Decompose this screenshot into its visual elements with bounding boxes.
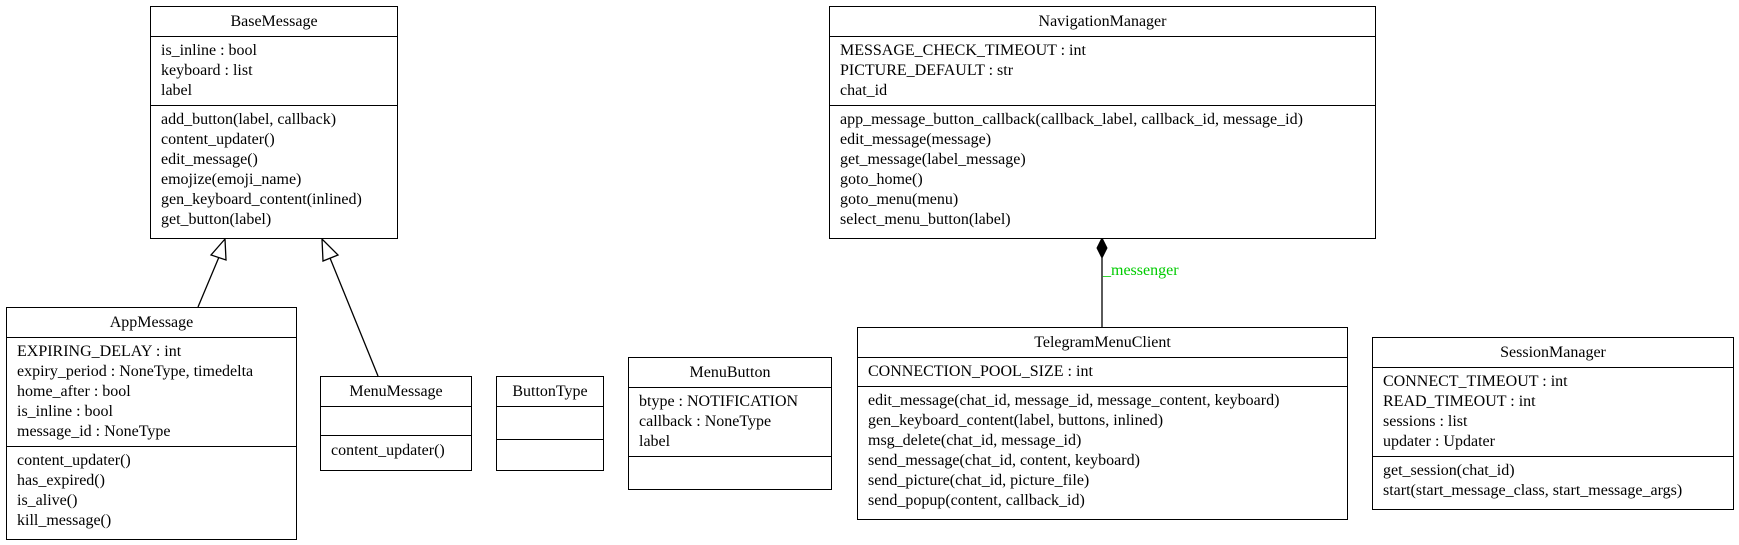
method: goto_home() <box>840 171 923 188</box>
inheritance-arrowhead-appmessage <box>209 237 227 261</box>
method: app_message_button_callback(callback_lab… <box>840 111 1303 128</box>
attribute: EXPIRING_DELAY : int <box>17 343 182 360</box>
class-name: TelegramMenuClient <box>858 328 1347 358</box>
attribute: label <box>639 433 671 450</box>
method: start(start_message_class, start_message… <box>1383 482 1683 499</box>
method: content_updater() <box>17 452 131 469</box>
attribute: home_after : bool <box>17 383 131 400</box>
method: kill_message() <box>17 512 112 529</box>
attributes-section: CONNECT_TIMEOUT : int READ_TIMEOUT : int… <box>1373 368 1733 456</box>
class-name: ButtonType <box>497 377 603 407</box>
attribute: READ_TIMEOUT : int <box>1383 393 1536 410</box>
class-name: MenuButton <box>629 358 831 388</box>
attributes-section: btype : NOTIFICATION callback : NoneType… <box>629 388 831 456</box>
attributes-section <box>321 407 471 435</box>
attribute: expiry_period : NoneType, timedelta <box>17 363 254 380</box>
method: add_button(label, callback) <box>161 111 337 128</box>
inheritance-edge-appmessage <box>197 256 220 308</box>
method: gen_keyboard_content(label, buttons, inl… <box>868 412 1164 429</box>
method: edit_message() <box>161 151 258 168</box>
attribute: CONNECTION_POOL_SIZE : int <box>868 363 1093 380</box>
attribute: callback : NoneType <box>639 413 772 430</box>
class-name: BaseMessage <box>151 7 397 37</box>
class-sessionmanager: SessionManager CONNECT_TIMEOUT : int REA… <box>1372 337 1734 510</box>
class-buttontype: ButtonType <box>496 376 604 471</box>
method: has_expired() <box>17 472 105 489</box>
class-name: AppMessage <box>7 308 296 338</box>
method: gen_keyboard_content(inlined) <box>161 191 362 208</box>
composition-label-messenger: _messenger <box>1103 262 1179 279</box>
attribute: keyboard : list <box>161 62 253 79</box>
methods-section: content_updater() <box>321 435 471 465</box>
class-appmessage: AppMessage EXPIRING_DELAY : int expiry_p… <box>6 307 297 540</box>
attributes-section <box>497 407 603 439</box>
class-name: MenuMessage <box>321 377 471 407</box>
attribute: label <box>161 82 193 99</box>
method: send_picture(chat_id, picture_file) <box>868 472 1090 489</box>
method: send_message(chat_id, content, keyboard) <box>868 452 1140 469</box>
method: get_session(chat_id) <box>1383 462 1515 479</box>
class-navigationmanager: NavigationManager MESSAGE_CHECK_TIMEOUT … <box>829 6 1376 239</box>
method: goto_menu(menu) <box>840 191 959 208</box>
attribute: btype : NOTIFICATION <box>639 393 799 410</box>
methods-section: app_message_button_callback(callback_lab… <box>830 105 1375 234</box>
inheritance-edge-menumessage <box>329 257 379 377</box>
method: content_updater() <box>161 131 275 148</box>
inheritance-arrowhead-menumessage <box>321 237 340 262</box>
methods-section <box>497 439 603 467</box>
method: content_updater() <box>331 442 445 459</box>
attribute: updater : Updater <box>1383 433 1495 450</box>
methods-section: content_updater() has_expired() is_alive… <box>7 446 296 535</box>
attribute: is_inline : bool <box>161 42 257 59</box>
attributes-section: CONNECTION_POOL_SIZE : int <box>858 358 1347 386</box>
composition-diamond-messenger <box>1096 236 1108 260</box>
methods-section: edit_message(chat_id, message_id, messag… <box>858 386 1347 515</box>
class-menubutton: MenuButton btype : NOTIFICATION callback… <box>628 357 832 490</box>
method: is_alive() <box>17 492 78 509</box>
method: edit_message(message) <box>840 131 992 148</box>
class-telegrammenuclient: TelegramMenuClient CONNECTION_POOL_SIZE … <box>857 327 1348 520</box>
method: msg_delete(chat_id, message_id) <box>868 432 1082 449</box>
class-basemessage: BaseMessage is_inline : bool keyboard : … <box>150 6 398 239</box>
attribute: message_id : NoneType <box>17 423 171 440</box>
method: edit_message(chat_id, message_id, messag… <box>868 392 1280 409</box>
class-name: SessionManager <box>1373 338 1733 368</box>
methods-section: add_button(label, callback) content_upda… <box>151 105 397 234</box>
attribute: sessions : list <box>1383 413 1468 430</box>
method: get_button(label) <box>161 211 272 228</box>
attribute: MESSAGE_CHECK_TIMEOUT : int <box>840 42 1086 59</box>
attributes-section: MESSAGE_CHECK_TIMEOUT : int PICTURE_DEFA… <box>830 37 1375 105</box>
attribute: is_inline : bool <box>17 403 113 420</box>
attribute: PICTURE_DEFAULT : str <box>840 62 1014 79</box>
class-menumessage: MenuMessage content_updater() <box>320 376 472 471</box>
method: send_popup(content, callback_id) <box>868 492 1085 509</box>
method: get_message(label_message) <box>840 151 1026 168</box>
attributes-section: EXPIRING_DELAY : int expiry_period : Non… <box>7 338 296 446</box>
attributes-section: is_inline : bool keyboard : list label <box>151 37 397 105</box>
methods-section <box>629 456 831 486</box>
methods-section: get_session(chat_id) start(start_message… <box>1373 456 1733 505</box>
method: emojize(emoji_name) <box>161 171 302 188</box>
method: select_menu_button(label) <box>840 211 1011 228</box>
class-name: NavigationManager <box>830 7 1375 37</box>
attribute: CONNECT_TIMEOUT : int <box>1383 373 1568 390</box>
attribute: chat_id <box>840 82 888 99</box>
